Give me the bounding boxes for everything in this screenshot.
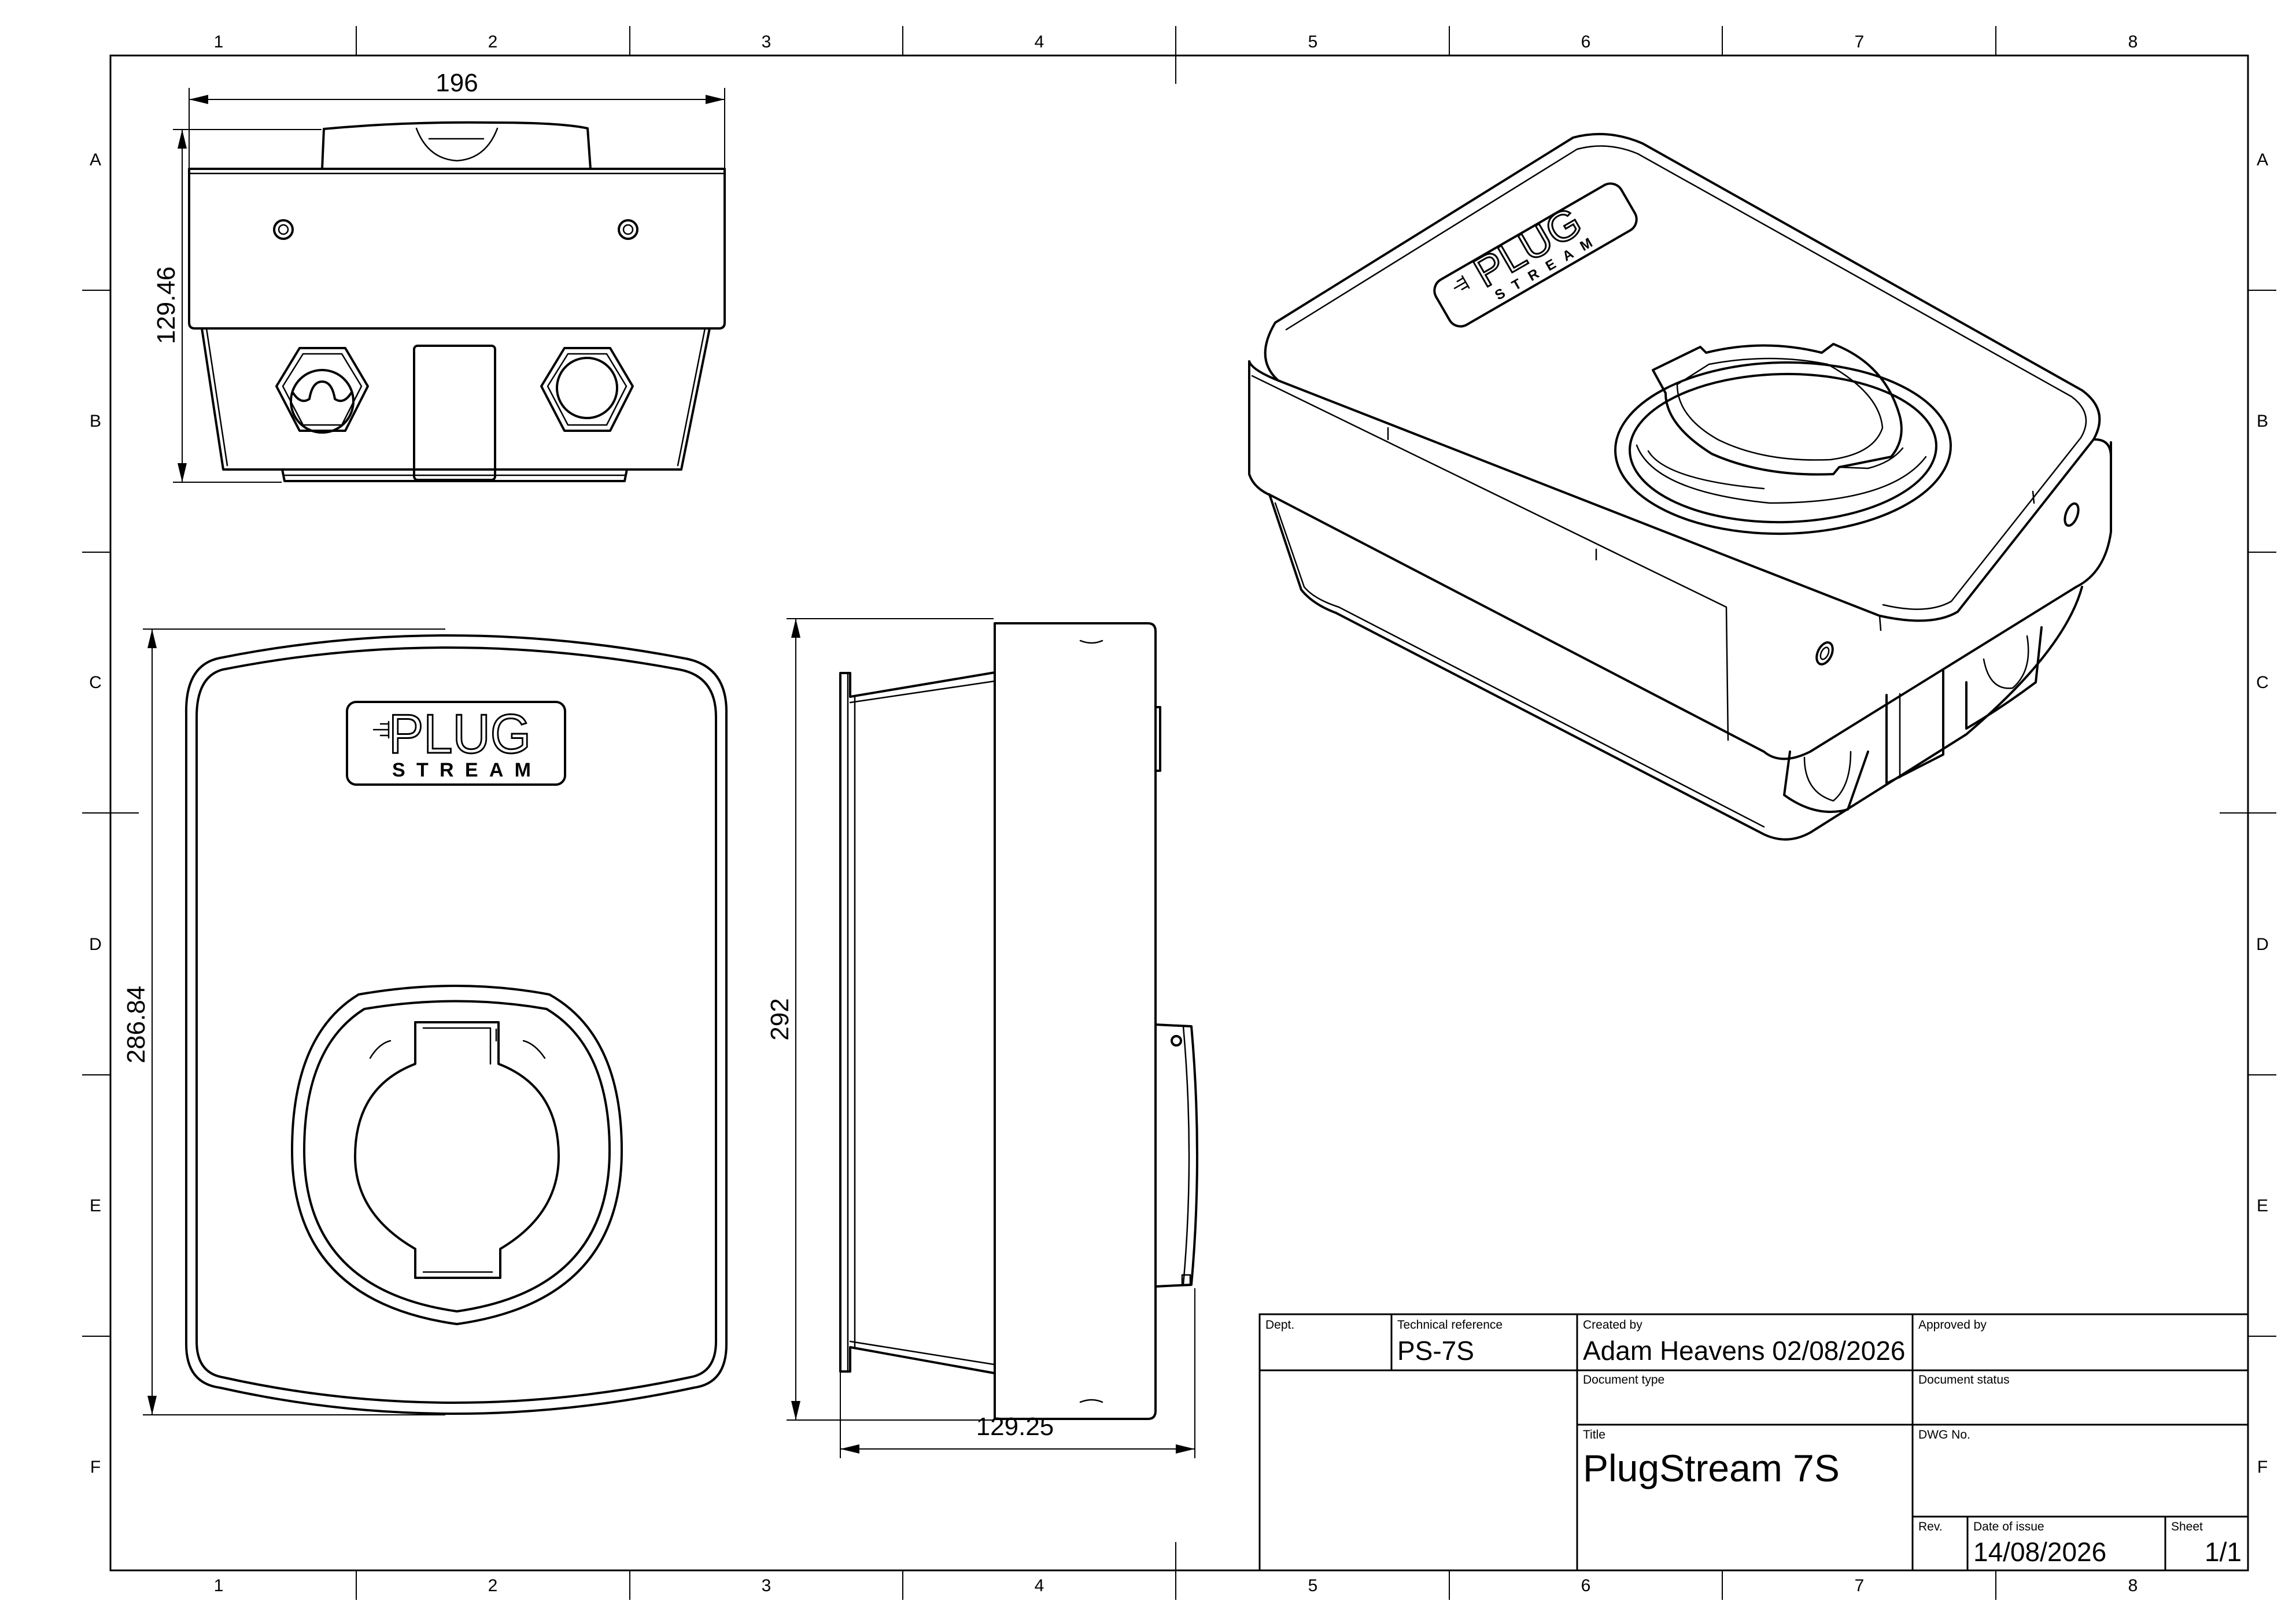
zone-row-a-left: A xyxy=(90,150,101,169)
dim-top-height-value: 129.46 xyxy=(152,267,180,345)
tb-rev-label: Rev. xyxy=(1918,1520,1943,1533)
zone-row-e-right: E xyxy=(2257,1196,2268,1215)
zone-col-5-top: 5 xyxy=(1308,32,1318,51)
dim-top-width-value: 196 xyxy=(435,69,478,97)
tb-sheet-label: Sheet xyxy=(2171,1520,2203,1533)
tb-doc-status-label: Document status xyxy=(1918,1373,2010,1387)
zone-labels: 1 2 3 4 5 6 7 8 1 2 3 4 5 6 7 8 A B C D … xyxy=(89,32,2269,1595)
zone-col-7-bottom: 7 xyxy=(1855,1576,1865,1595)
zone-col-8-bottom: 8 xyxy=(2128,1576,2138,1595)
zone-col-1-top: 1 xyxy=(214,32,224,51)
tb-tech-ref-label: Technical reference xyxy=(1397,1318,1503,1332)
zone-col-2-bottom: 2 xyxy=(488,1576,498,1595)
dim-side-height: 292 xyxy=(766,618,994,1421)
tb-title-value: PlugStream 7S xyxy=(1583,1447,1840,1489)
dim-top-width: 196 xyxy=(189,69,725,168)
tb-sheet-value: 1/1 xyxy=(2205,1537,2242,1567)
zone-col-7-top: 7 xyxy=(1855,32,1865,51)
dim-side-depth: 129.25 xyxy=(840,1288,1195,1458)
tb-dwg-no-label: DWG No. xyxy=(1918,1428,1970,1441)
zone-row-c-left: C xyxy=(89,673,102,692)
zone-row-f-right: F xyxy=(2257,1458,2268,1477)
tb-tech-ref-value: PS-7S xyxy=(1397,1336,1474,1366)
zone-row-d-left: D xyxy=(89,935,102,954)
zone-row-b-right: B xyxy=(2257,412,2268,431)
zone-col-5-bottom: 5 xyxy=(1308,1576,1318,1595)
zone-row-c-right: C xyxy=(2256,673,2269,692)
tb-created-by-value: Adam Heavens 02/08/2026 xyxy=(1583,1336,1906,1366)
tb-approved-by-label: Approved by xyxy=(1918,1318,1987,1332)
side-view xyxy=(839,622,1198,1420)
zone-col-4-bottom: 4 xyxy=(1035,1576,1044,1595)
title-block: Dept. Technical reference PS-7S Created … xyxy=(1258,1313,2249,1572)
tb-date-label: Date of issue xyxy=(1973,1520,2044,1533)
dim-front-height-value: 286.84 xyxy=(122,986,150,1064)
zone-col-8-top: 8 xyxy=(2128,32,2138,51)
tb-date-value: 14/08/2026 xyxy=(1973,1537,2106,1567)
logo-front-plug: PLUG xyxy=(389,703,531,765)
zone-row-b-left: B xyxy=(90,412,101,431)
tb-created-by-label: Created by xyxy=(1583,1318,1642,1332)
zone-col-3-top: 3 xyxy=(762,32,772,51)
top-view xyxy=(188,121,726,482)
dim-top-height: 129.46 xyxy=(152,129,322,483)
dim-front-height: 286.84 xyxy=(122,629,445,1415)
zone-col-3-bottom: 3 xyxy=(762,1576,772,1595)
drawing-frame xyxy=(82,26,2276,1600)
zone-row-f-left: F xyxy=(90,1458,101,1477)
dim-side-height-value: 292 xyxy=(766,998,794,1040)
zone-col-4-top: 4 xyxy=(1035,32,1044,51)
tb-doc-type-label: Document type xyxy=(1583,1373,1664,1387)
zone-col-6-top: 6 xyxy=(1581,32,1591,51)
zone-col-1-bottom: 1 xyxy=(214,1576,224,1595)
dim-side-depth-value: 129.25 xyxy=(976,1413,1054,1441)
zone-col-6-bottom: 6 xyxy=(1581,1576,1591,1595)
zone-col-2-top: 2 xyxy=(488,32,498,51)
zone-row-e-left: E xyxy=(90,1196,101,1215)
zone-row-a-right: A xyxy=(2257,150,2268,169)
tb-dept-label: Dept. xyxy=(1265,1318,1294,1332)
tb-title-label: Title xyxy=(1583,1428,1605,1441)
zone-row-d-right: D xyxy=(2256,935,2269,954)
